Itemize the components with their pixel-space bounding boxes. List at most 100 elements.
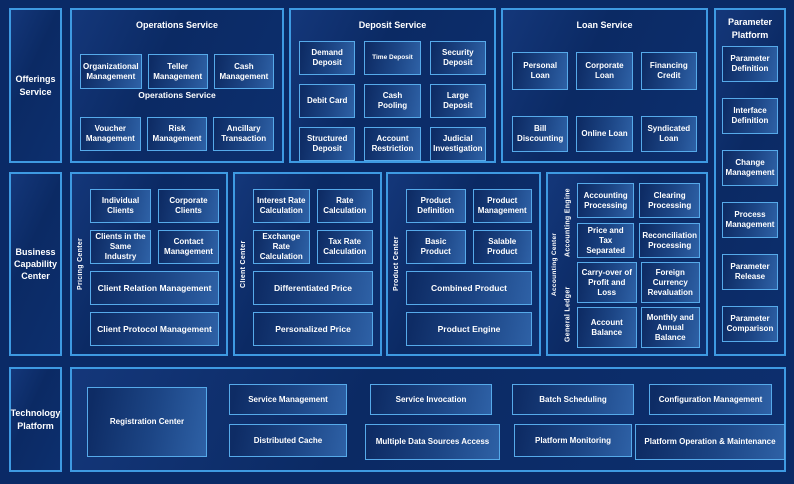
salable-product-box: Salable Product: [472, 230, 532, 264]
pricing-center-grid: Individual Clients Corporate Clients Cli…: [90, 189, 219, 346]
accounting-center-panel: Accounting Center Accounting Engine Gene…: [546, 172, 708, 356]
debit-card-box: Debit Card: [299, 84, 356, 118]
deposit-service-title: Deposit Service: [358, 20, 427, 30]
foreign-currency-revaluation-box: Foreign Currency Revaluation: [640, 262, 700, 303]
account-restriction-box: Account Restriction: [364, 127, 421, 161]
teller-management-box: Teller Management: [147, 54, 208, 89]
basic-product-box: Basic Product: [406, 230, 466, 264]
product-definition-box: Product Definition: [406, 189, 466, 223]
account-balance-box: Account Balance: [577, 307, 637, 348]
platform-operation-maintenance-box: Platform Operation & Maintenance: [635, 424, 785, 460]
parameter-release-box: Parameter Release: [722, 254, 778, 290]
client-center-label: Client Center: [240, 240, 247, 288]
offerings-service-rail: Offerings Service: [9, 8, 62, 163]
deposit-grid: Demand Deposit Time Deposit Security Dep…: [299, 41, 486, 161]
bill-discounting-box: Bill Discounting: [512, 116, 569, 152]
structured-deposit-box: Structured Deposit: [299, 127, 356, 161]
product-engine-box: Product Engine: [406, 312, 532, 346]
individual-clients-box: Individual Clients: [90, 189, 151, 223]
operations-service-panel: Operations Service Organizational Manage…: [70, 8, 284, 163]
reconciliation-processing-box: Reconciliation Processing: [639, 223, 700, 258]
online-loan-box: Online Loan: [576, 116, 633, 152]
interface-definition-box: Interface Definition: [722, 98, 778, 134]
configuration-management-box: Configuration Management: [649, 384, 772, 415]
organizational-management-box: Organizational Management: [80, 54, 142, 89]
exchange-rate-calculation-box: Exchange Rate Calculation: [253, 230, 310, 264]
parameter-platform-title: Parameter Platform: [727, 17, 773, 40]
technology-platform-label: Technology Platform: [10, 408, 61, 431]
business-capability-label: Business Capability Center: [14, 246, 58, 282]
parameter-platform-panel: Parameter Platform Parameter Definition …: [714, 8, 786, 356]
risk-management-box: Risk Management: [146, 117, 208, 151]
client-center-grid: Interest Rate Calculation Rate Calculati…: [253, 189, 373, 346]
operations-row-2: Voucher Management Risk Management Ancil…: [80, 117, 275, 151]
contact-management-box: Contact Management: [158, 230, 219, 264]
change-management-box: Change Management: [722, 150, 778, 186]
deposit-service-panel: Deposit Service Demand Deposit Time Depo…: [289, 8, 496, 163]
carry-over-profit-loss-box: Carry-over of Profit and Loss: [577, 262, 637, 303]
client-protocol-management-box: Client Protocol Management: [90, 312, 219, 346]
corporate-clients-box: Corporate Clients: [158, 189, 219, 223]
financing-credit-box: Financing Credit: [640, 52, 697, 90]
distributed-cache-box: Distributed Cache: [229, 424, 347, 457]
ancillary-transaction-box: Ancillary Transaction: [213, 117, 275, 151]
cash-pooling-box: Cash Pooling: [364, 84, 421, 118]
product-management-box: Product Management: [472, 189, 532, 223]
parameter-platform-column: Parameter Definition Interface Definitio…: [722, 46, 778, 342]
business-capability-rail: Business Capability Center: [9, 172, 62, 356]
product-center-panel: Product Center Product Definition Produc…: [386, 172, 541, 356]
operations-row-1: Organizational Management Teller Managem…: [80, 54, 274, 89]
demand-deposit-box: Demand Deposit: [299, 41, 356, 75]
operations-service-title: Operations Service: [135, 20, 219, 30]
service-management-box: Service Management: [229, 384, 347, 415]
process-management-box: Process Management: [722, 202, 778, 238]
operations-service-subtitle: Operations Service: [138, 90, 216, 100]
interest-rate-calculation-box: Interest Rate Calculation: [253, 189, 310, 223]
technology-platform-rail: Technology Platform: [9, 367, 62, 472]
accounting-center-content: Accounting Processing Clearing Processin…: [577, 183, 700, 348]
judicial-investigation-box: Judicial Investigation: [429, 127, 486, 161]
registration-center-box: Registration Center: [87, 387, 207, 457]
monthly-annual-balance-box: Monthly and Annual Balance: [640, 307, 700, 348]
time-deposit-box: Time Deposit: [364, 41, 421, 75]
accounting-processing-box: Accounting Processing: [577, 183, 635, 218]
syndicated-loan-box: Syndicated Loan: [640, 116, 697, 152]
loan-service-title: Loan Service: [576, 20, 633, 30]
general-ledger-grid: Carry-over of Profit and Loss Foreign Cu…: [577, 262, 700, 348]
client-relation-management-box: Client Relation Management: [90, 271, 219, 305]
price-and-tax-separated-box: Price and Tax Separated: [577, 223, 635, 258]
offerings-service-label: Offerings Service: [15, 74, 56, 97]
voucher-management-box: Voucher Management: [80, 117, 141, 151]
pricing-center-label: Pricing Center: [77, 237, 84, 291]
loan-service-panel: Loan Service Personal Loan Corporate Loa…: [501, 8, 708, 163]
client-center-panel: Client Center Interest Rate Calculation …: [233, 172, 382, 356]
service-invocation-box: Service Invocation: [370, 384, 492, 415]
loan-row-1: Personal Loan Corporate Loan Financing C…: [512, 52, 697, 90]
platform-monitoring-box: Platform Monitoring: [514, 424, 632, 457]
loan-row-2: Bill Discounting Online Loan Syndicated …: [512, 116, 697, 152]
product-center-label: Product Center: [393, 236, 400, 292]
differentiated-price-box: Differentiated Price: [253, 271, 373, 305]
corporate-loan-box: Corporate Loan: [576, 52, 633, 90]
pricing-center-panel: Pricing Center Individual Clients Corpor…: [70, 172, 228, 356]
personalized-price-box: Personalized Price: [253, 312, 373, 346]
product-center-grid: Product Definition Product Management Ba…: [406, 189, 532, 346]
general-ledger-label: General Ledger: [564, 286, 572, 342]
parameter-comparison-box: Parameter Comparison: [722, 306, 778, 342]
rate-calculation-box: Rate Calculation: [316, 189, 373, 223]
personal-loan-box: Personal Loan: [512, 52, 569, 90]
security-deposit-box: Security Deposit: [429, 41, 486, 75]
large-deposit-box: Large Deposit: [429, 84, 486, 118]
accounting-center-label: Accounting Center: [551, 232, 558, 296]
technology-platform-panel: Registration Center Service Management D…: [70, 367, 786, 472]
combined-product-box: Combined Product: [406, 271, 532, 305]
batch-scheduling-box: Batch Scheduling: [512, 384, 634, 415]
clearing-processing-box: Clearing Processing: [639, 183, 700, 218]
cash-management-box: Cash Management: [213, 54, 274, 89]
accounting-engine-label: Accounting Engine: [564, 188, 572, 258]
multiple-data-sources-access-box: Multiple Data Sources Access: [365, 424, 500, 460]
clients-same-industry-box: Clients in the Same Industry: [90, 230, 151, 264]
accounting-engine-grid: Accounting Processing Clearing Processin…: [577, 183, 700, 258]
parameter-definition-box: Parameter Definition: [722, 46, 778, 82]
